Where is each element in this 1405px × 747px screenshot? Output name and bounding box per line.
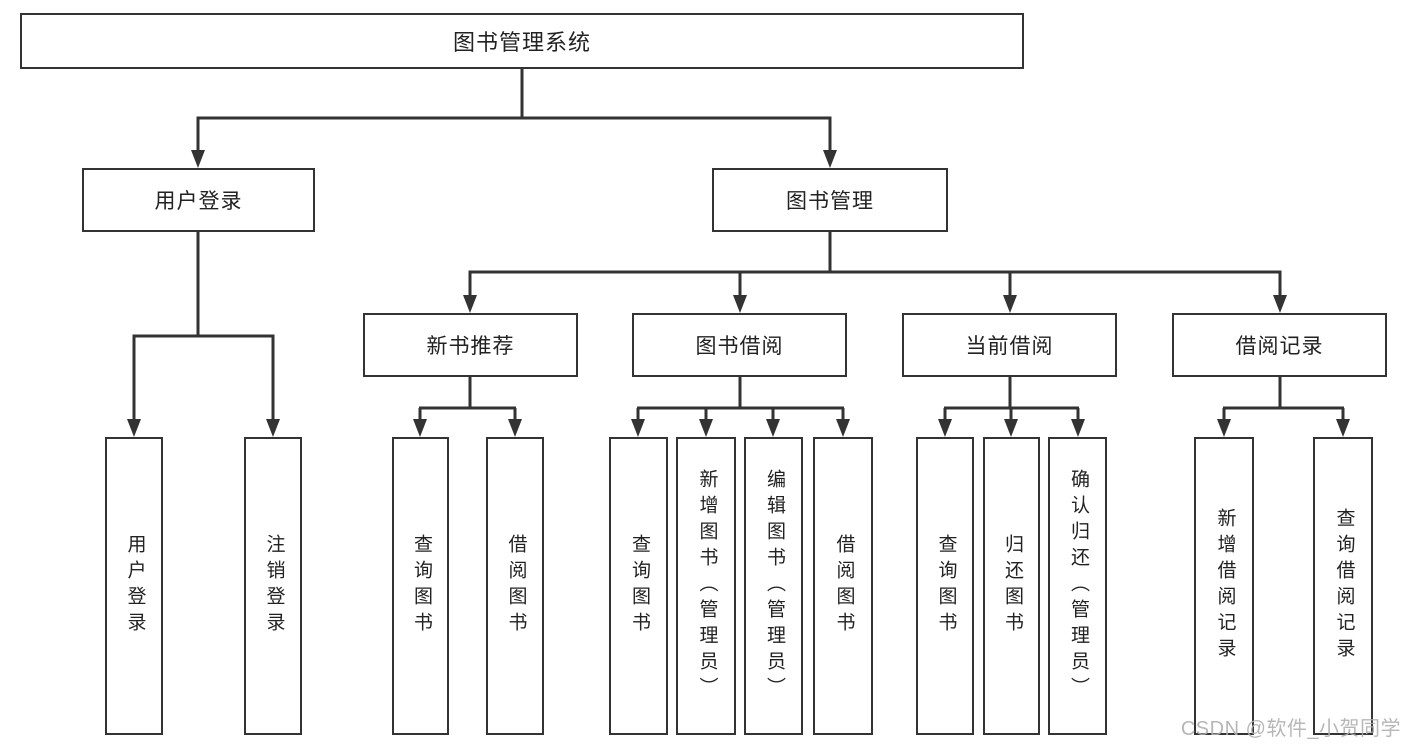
node-current-borrow-label: 当前借阅: [965, 335, 1054, 358]
leaf-borrow-books-2-label: 借阅图书: [833, 534, 855, 638]
leaf-add-borrow-record-label: 新增借阅记录: [1214, 508, 1236, 664]
node-borrow-records: 借阅记录: [1172, 313, 1387, 377]
node-book-management: 图书管理: [712, 168, 948, 232]
leaf-user-login: 用户登录: [105, 437, 163, 735]
connector-new-book-recommend-to-leaves: [413, 377, 522, 437]
leaf-query-books-2-label: 查询图书: [628, 534, 650, 638]
connector-root-to-level2: [191, 69, 837, 168]
node-borrow-records-label: 借阅记录: [1235, 335, 1324, 358]
node-new-book-recommend-label: 新书推荐: [426, 335, 515, 358]
leaf-borrow-books-1: 借阅图书: [486, 437, 544, 735]
leaf-edit-books-admin-label: 编辑图书（管理员）: [763, 469, 785, 703]
node-library-system-label: 图书管理系统: [452, 30, 591, 55]
leaf-return-books-label: 归还图书: [1001, 534, 1023, 638]
leaf-query-borrow-record: 查询借阅记录: [1313, 437, 1373, 735]
leaf-return-books: 归还图书: [983, 437, 1040, 735]
leaf-logout-label: 注销登录: [263, 534, 285, 638]
leaf-query-books-1: 查询图书: [392, 437, 449, 735]
node-user-login-label: 用户登录: [154, 190, 243, 213]
leaf-query-books-3: 查询图书: [916, 437, 974, 735]
leaf-add-borrow-record: 新增借阅记录: [1194, 437, 1254, 735]
leaf-borrow-books-1-label: 借阅图书: [505, 534, 527, 638]
node-library-system: 图书管理系统: [20, 13, 1024, 69]
leaf-query-books-1-label: 查询图书: [410, 534, 432, 638]
leaf-confirm-return-admin: 确认归还（管理员）: [1048, 437, 1107, 735]
node-book-borrow: 图书借阅: [632, 313, 847, 377]
node-new-book-recommend: 新书推荐: [363, 313, 578, 377]
node-book-management-label: 图书管理: [786, 190, 874, 213]
leaf-edit-books-admin: 编辑图书（管理员）: [744, 437, 803, 735]
leaf-user-login-label: 用户登录: [124, 534, 146, 638]
leaf-add-books-admin-label: 新增图书（管理员）: [696, 469, 718, 703]
leaf-query-borrow-record-label: 查询借阅记录: [1333, 508, 1355, 664]
connector-book-borrow-to-leaves: [631, 377, 850, 437]
connector-user-login-to-leaves: [127, 232, 280, 437]
connector-borrow-records-to-leaves: [1217, 377, 1350, 437]
leaf-confirm-return-admin-label: 确认归还（管理员）: [1067, 469, 1089, 703]
connector-book-management-to-level3: [463, 232, 1287, 313]
leaf-query-books-3-label: 查询图书: [935, 534, 957, 638]
node-book-borrow-label: 图书借阅: [695, 335, 784, 358]
leaf-borrow-books-2: 借阅图书: [813, 437, 873, 735]
csdn-watermark: CSDN @软件_小贺同学: [1180, 718, 1401, 740]
node-user-login: 用户登录: [82, 168, 315, 232]
node-current-borrow: 当前借阅: [902, 313, 1117, 377]
connector-current-borrow-to-leaves: [938, 377, 1085, 437]
leaf-query-books-2: 查询图书: [609, 437, 668, 735]
leaf-add-books-admin: 新增图书（管理员）: [676, 437, 736, 735]
leaf-logout: 注销登录: [244, 437, 302, 735]
